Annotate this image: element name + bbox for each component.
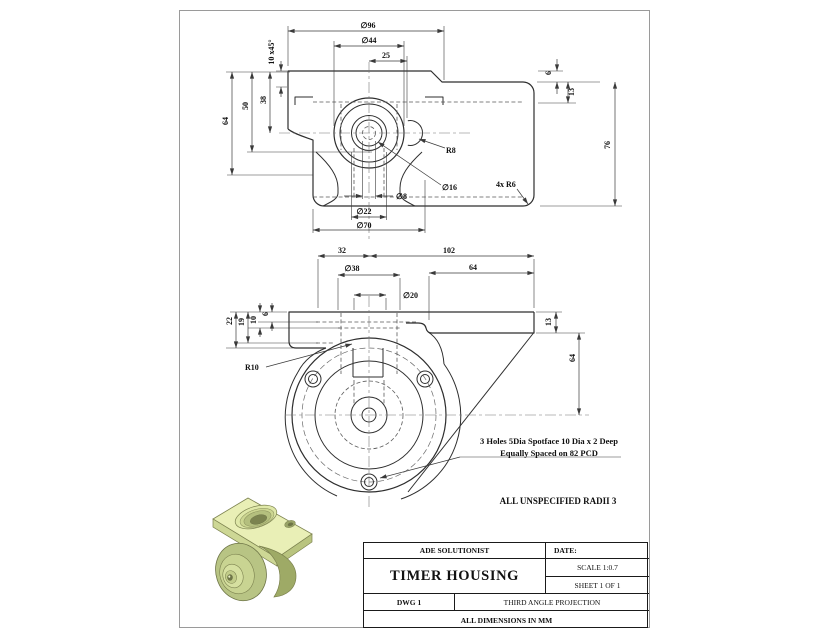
callout-4xr6: 4x R6 bbox=[496, 180, 516, 189]
top-view: ∅96 ∅44 25 10 x45° 38 50 64 6 13 76 ∅8 ∅… bbox=[221, 21, 622, 240]
iso-drum bbox=[215, 542, 297, 602]
callout-r10: R10 bbox=[245, 363, 259, 372]
dim-label-d38: ∅38 bbox=[345, 264, 360, 273]
dim-label-d96: ∅96 bbox=[361, 21, 376, 30]
dim-label-22: 22 bbox=[225, 317, 234, 325]
dim-label-19: 19 bbox=[237, 318, 246, 326]
dim-label-d20: ∅20 bbox=[403, 291, 418, 300]
dim-label-d44: ∅44 bbox=[362, 36, 377, 45]
projection-label: THIRD ANGLE PROJECTION bbox=[455, 594, 649, 611]
title-block: ADE SOLUTIONIST DATE: TIMER HOUSING SCAL… bbox=[363, 542, 649, 628]
dim-label-64v: 64 bbox=[568, 354, 577, 362]
dim-label-6: 6 bbox=[544, 71, 553, 75]
sheet-label: SHEET 1 OF 1 bbox=[546, 577, 649, 594]
callout-r8: R8 bbox=[446, 146, 456, 155]
front-view-outline bbox=[284, 311, 535, 500]
units-note: ALL DIMENSIONS IN MM bbox=[460, 615, 553, 625]
top-view-hidden-lines bbox=[313, 101, 523, 198]
top-view-centerlines bbox=[279, 62, 470, 240]
dim-label-6f: 6 bbox=[261, 312, 270, 316]
front-view-dimension-lines bbox=[233, 253, 582, 479]
dim-label-25: 25 bbox=[382, 51, 390, 60]
dim-label-10: 10 bbox=[249, 316, 258, 324]
dim-label-76: 76 bbox=[603, 141, 612, 149]
iso-view bbox=[212, 497, 313, 602]
dim-label-102: 102 bbox=[443, 246, 455, 255]
dim-label-32: 32 bbox=[338, 246, 346, 255]
dim-label-64h: 64 bbox=[469, 263, 477, 272]
holes-note-line1: 3 Holes 5Dia Spotface 10 Dia x 2 Deep bbox=[480, 436, 618, 446]
holes-note-line2: Equally Spaced on 82 PCD bbox=[500, 448, 598, 458]
top-view-labels: ∅96 ∅44 25 10 x45° 38 50 64 6 13 76 ∅8 ∅… bbox=[221, 21, 612, 230]
dim-label-64: 64 bbox=[221, 117, 230, 125]
dim-label-13f: 13 bbox=[544, 318, 553, 326]
iso-counterbore bbox=[234, 504, 296, 530]
date-label: DATE: bbox=[546, 543, 649, 559]
dim-label-13: 13 bbox=[567, 88, 576, 96]
drawing-title: TIMER HOUSING bbox=[364, 559, 546, 594]
dim-label-38: 38 bbox=[259, 96, 268, 104]
top-view-dimension-lines bbox=[229, 28, 618, 233]
dim-label-d8: ∅8 bbox=[396, 192, 407, 201]
dim-label-50: 50 bbox=[241, 102, 250, 110]
company-name: ADE SOLUTIONIST bbox=[364, 543, 546, 559]
dim-label-chamfer: 10 x45° bbox=[267, 39, 276, 64]
front-view: 32 102 ∅38 ∅20 64 22 19 10 6 13 64 R10 3… bbox=[225, 246, 621, 508]
front-view-labels: 32 102 ∅38 ∅20 64 22 19 10 6 13 64 R10 3… bbox=[225, 246, 618, 458]
radii-note: ALL UNSPECIFIED RADII 3 bbox=[499, 496, 617, 506]
scale-label: SCALE 1:0.7 bbox=[546, 559, 649, 577]
dwg-number: DWG 1 bbox=[364, 594, 455, 611]
front-view-centerlines bbox=[285, 296, 589, 508]
dim-label-d70: ∅70 bbox=[357, 221, 372, 230]
top-view-extension-lines bbox=[226, 26, 622, 233]
callout-d16: ∅16 bbox=[442, 183, 457, 192]
dim-label-d22: ∅22 bbox=[357, 207, 372, 216]
front-view-interior-lines bbox=[316, 313, 416, 406]
front-view-extension-lines bbox=[226, 259, 621, 458]
